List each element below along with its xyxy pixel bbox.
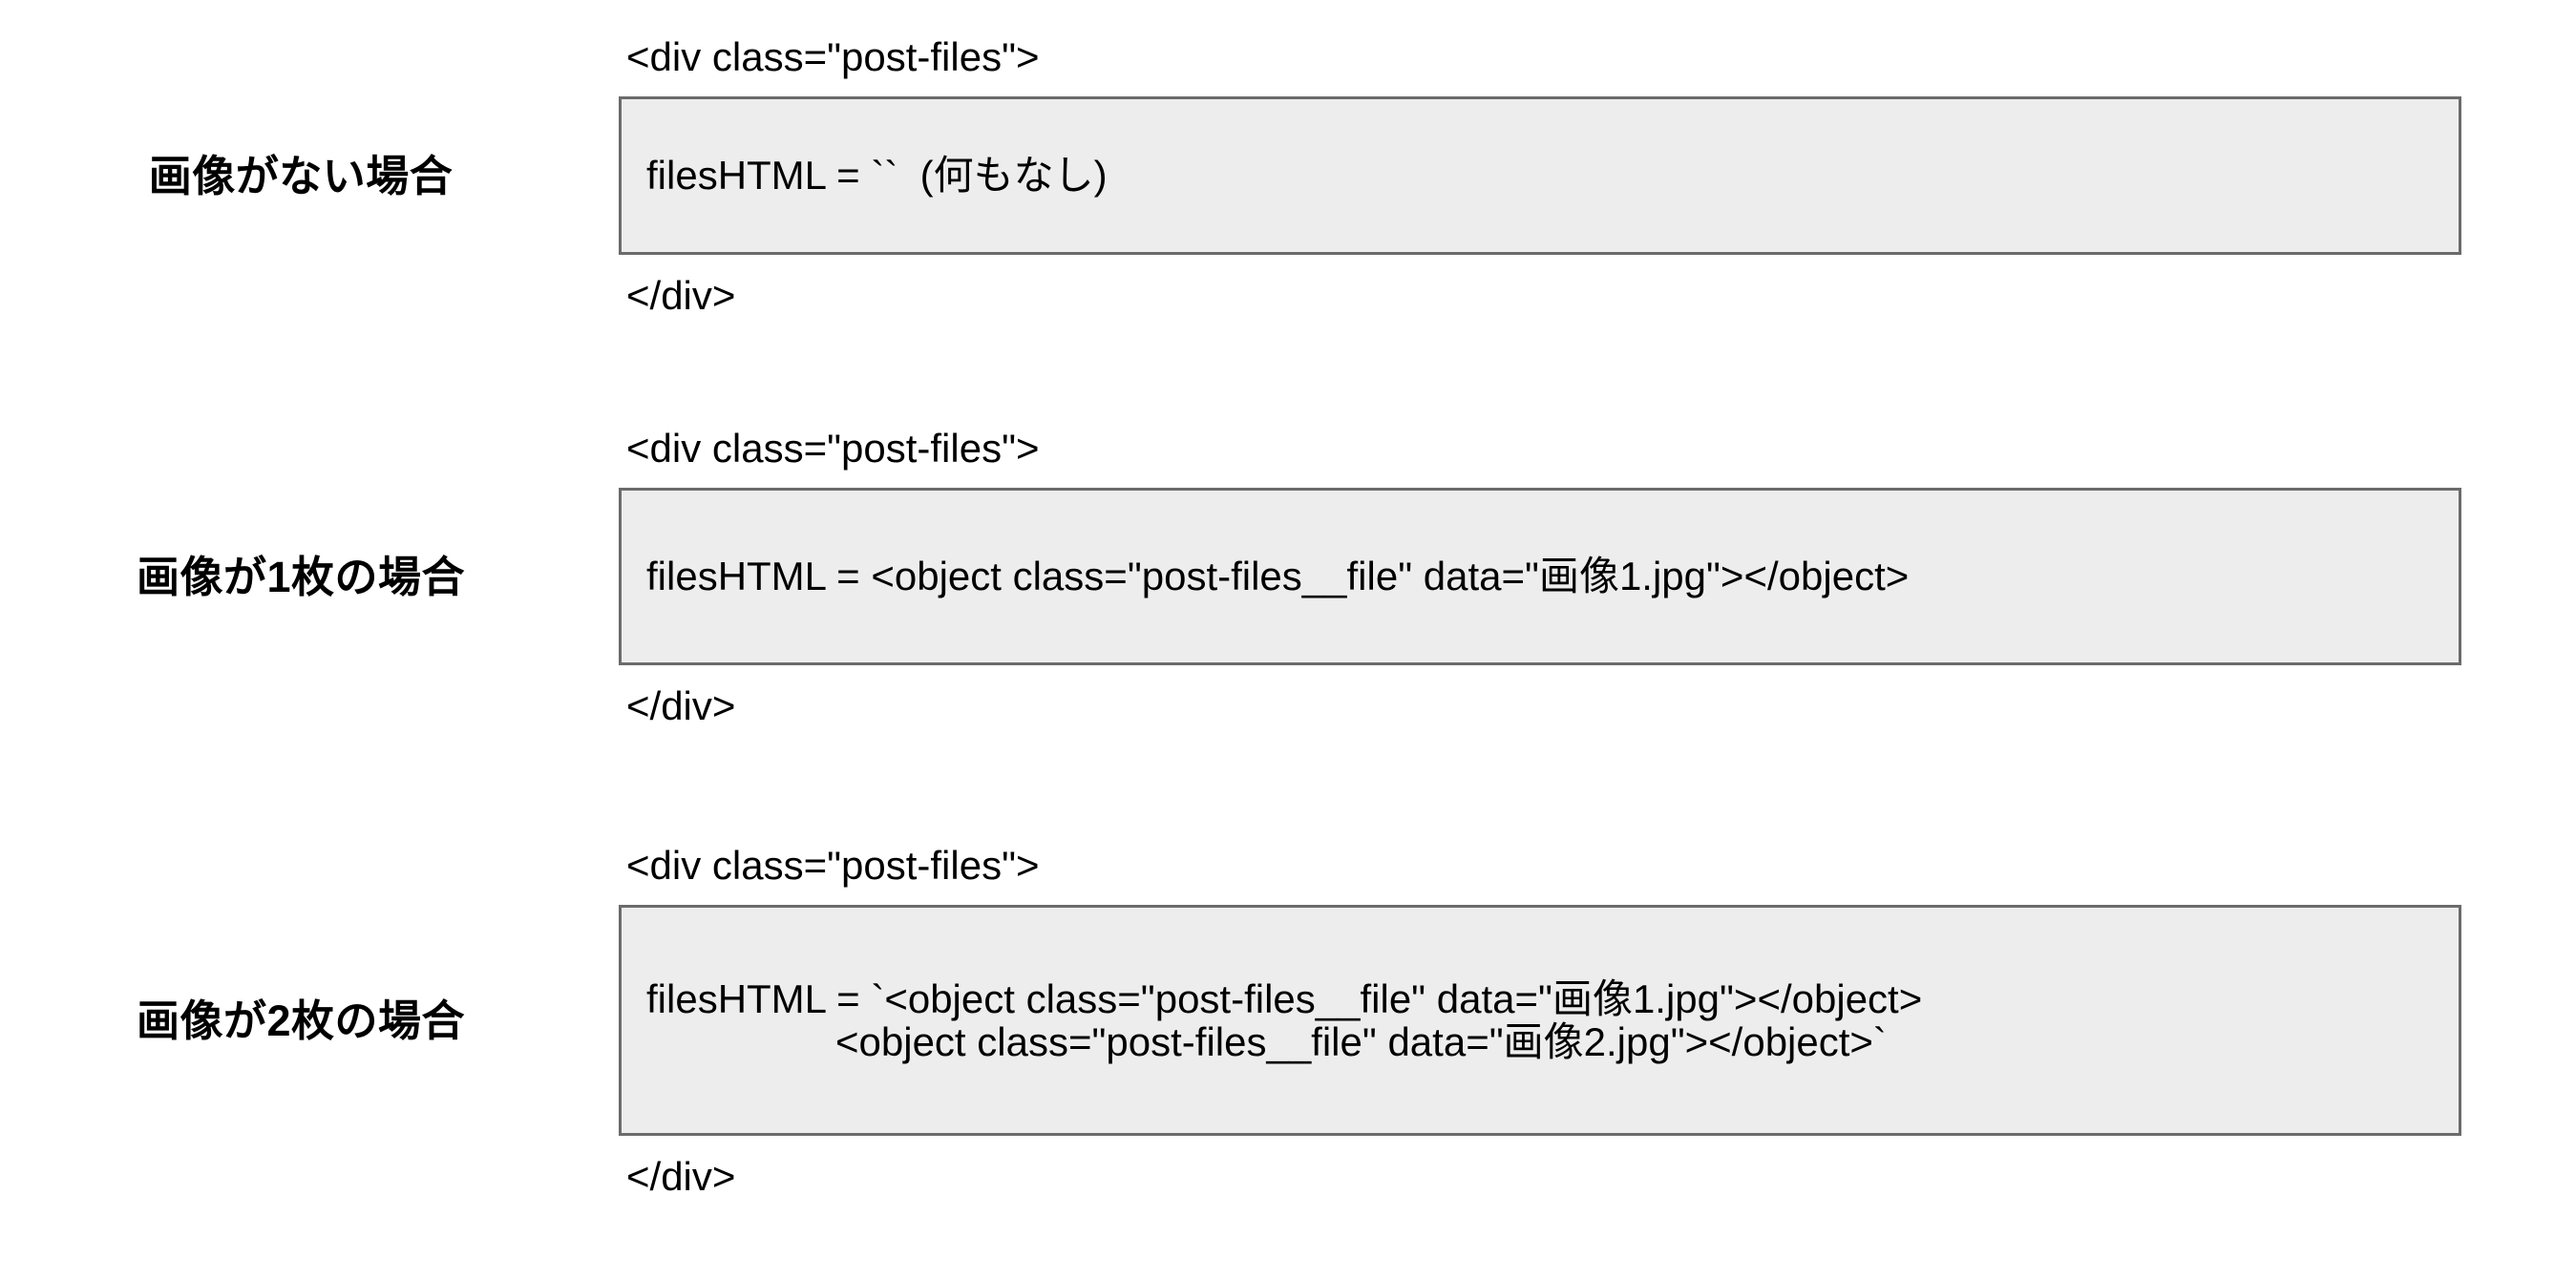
code-box-one-image: filesHTML = <object class="post-files__f… [619,488,2461,665]
close-tag-two-images: </div> [626,1154,736,1199]
open-tag-one-image: <div class="post-files"> [626,426,1040,471]
code-line-two-images-1: filesHTML = `<object class="post-files__… [646,975,1923,1021]
case-label-cell-no-image: 画像がない場合 [0,152,619,201]
code-box-no-image: filesHTML = `` (何もなし) [619,96,2461,255]
code-box-two-images: filesHTML = `<object class="post-files__… [619,905,2461,1136]
code-line-two-images-2: <object class="post-files__file" data="画… [835,1019,1887,1064]
case-label-one-image: 画像が1枚の場合 [136,553,466,602]
case-row-two-images: 画像が2枚の場合 <div class="post-files"> filesH… [0,821,2576,1222]
open-tag-two-images: <div class="post-files"> [626,843,1040,888]
case-row-one-image: 画像が1枚の場合 <div class="post-files"> filesH… [0,410,2576,744]
open-tag-no-image: <div class="post-files"> [626,34,1040,79]
code-column-no-image: <div class="post-files"> filesHTML = `` … [619,37,2576,316]
case-label-two-images: 画像が2枚の場合 [136,996,466,1046]
case-label-cell-one-image: 画像が1枚の場合 [0,553,619,602]
case-label-cell-two-images: 画像が2枚の場合 [0,996,619,1046]
code-column-two-images: <div class="post-files"> filesHTML = `<o… [619,846,2576,1197]
code-line-no-image-1: filesHTML = `` (何もなし) [646,153,1108,199]
code-line-one-image-1: filesHTML = <object class="post-files__f… [646,554,1910,599]
case-label-no-image: 画像がない場合 [148,152,454,201]
close-tag-no-image: </div> [626,273,736,318]
close-tag-one-image: </div> [626,683,736,728]
code-column-one-image: <div class="post-files"> filesHTML = <ob… [619,429,2576,726]
case-row-no-image: 画像がない場合 <div class="post-files"> filesHT… [0,19,2576,334]
